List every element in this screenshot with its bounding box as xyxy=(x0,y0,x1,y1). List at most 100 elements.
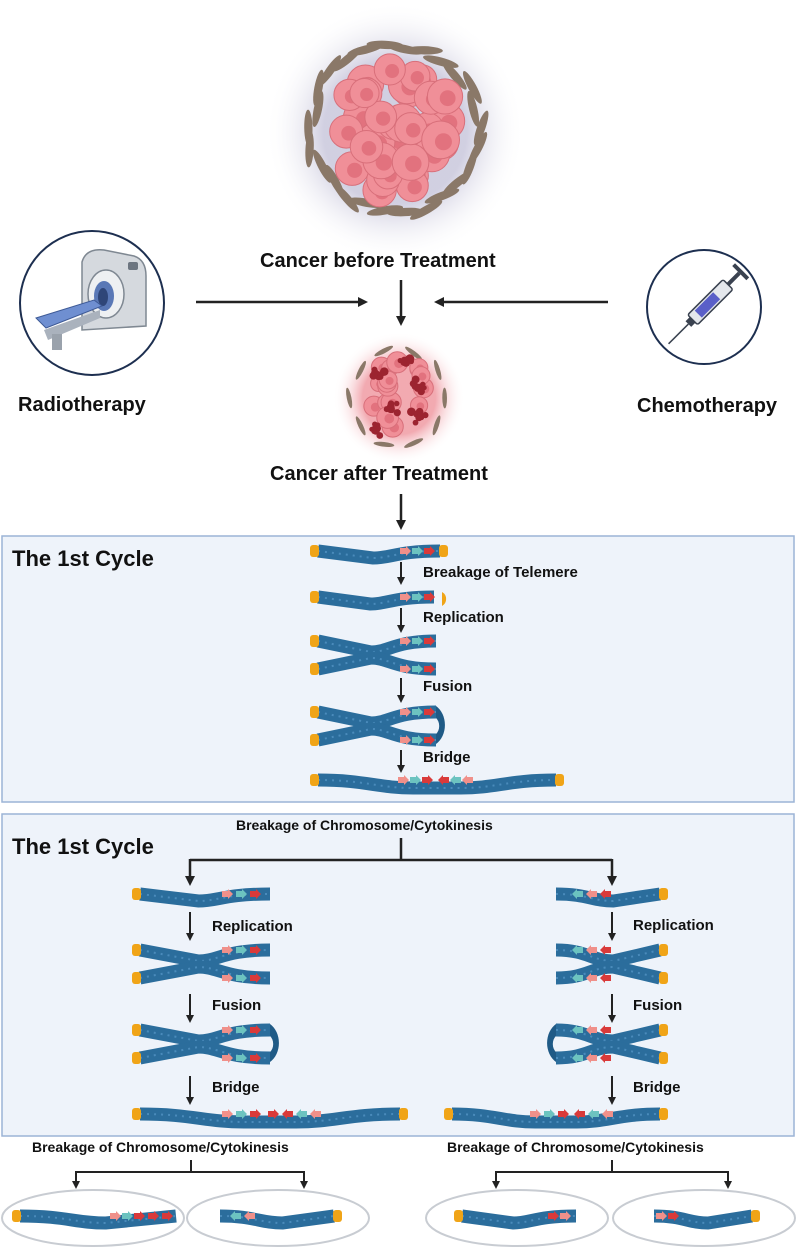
gene-arrow xyxy=(572,945,583,955)
gene-arrow xyxy=(656,1211,667,1221)
gene-arrow xyxy=(560,1211,571,1221)
panel1-step-replication: Replication xyxy=(423,609,504,626)
cell-nucleus xyxy=(341,125,357,141)
gene-arrow xyxy=(236,889,247,899)
cell-nucleus xyxy=(416,402,425,411)
gene-arrow xyxy=(586,973,597,983)
chromatid-texture xyxy=(317,550,441,560)
panel2-left-bridge: Bridge xyxy=(212,1079,260,1096)
gene-arrow xyxy=(600,945,611,955)
telomere xyxy=(132,1052,141,1064)
panel2-title: The 1st Cycle xyxy=(12,834,154,859)
panel2-right-replication: Replication xyxy=(633,917,714,934)
gene-arrow xyxy=(250,1109,261,1119)
panel2-left-replication: Replication xyxy=(212,918,293,935)
gene-arrow xyxy=(412,636,423,646)
gene-arrow xyxy=(424,664,435,674)
chromatid-texture xyxy=(555,949,661,963)
panel1-step-breakage: Breakage of Telemere xyxy=(423,564,578,581)
dna-damage-spot xyxy=(411,375,420,384)
cell-nucleus xyxy=(405,155,422,173)
telomere xyxy=(310,734,319,746)
chromosome xyxy=(454,1209,577,1230)
stroma-cell xyxy=(404,438,424,448)
chromosome-broken xyxy=(310,590,435,611)
telomere xyxy=(659,1052,668,1064)
gene-arrow xyxy=(412,735,423,745)
gene-arrow xyxy=(236,945,247,955)
gene-arrow xyxy=(558,1109,569,1119)
gene-arrow xyxy=(400,636,411,646)
dna-damage-spot xyxy=(383,406,390,413)
cell-nucleus xyxy=(384,413,395,424)
gene-arrow xyxy=(250,945,261,955)
gene-arrow xyxy=(110,1211,121,1221)
fusion-cap xyxy=(270,1024,279,1062)
stroma-cell xyxy=(373,441,395,447)
gene-arrow xyxy=(250,1053,261,1063)
stroma-cell xyxy=(442,170,472,195)
bottom-right-label: Breakage of Chromosome/Cytokinesis xyxy=(447,1139,704,1155)
gene-arrow xyxy=(310,1109,321,1119)
gene-arrow xyxy=(230,1211,241,1221)
chromosome xyxy=(132,887,271,908)
telomere xyxy=(310,591,319,603)
panel2-branch-arrows xyxy=(185,838,617,1105)
stroma-cell xyxy=(462,71,482,104)
gene-arrow xyxy=(600,1053,611,1063)
gene-arrow xyxy=(668,1211,679,1221)
cell-nucleus xyxy=(385,376,394,385)
chromatid xyxy=(316,722,437,747)
gene-arrow xyxy=(250,1025,261,1035)
gene-arrow xyxy=(236,1109,247,1119)
gene-arrow xyxy=(422,775,433,785)
telomere xyxy=(454,1210,463,1222)
stroma-cell xyxy=(313,149,332,183)
gene-arrow xyxy=(572,1053,583,1063)
telomere xyxy=(555,774,564,786)
gene-arrow xyxy=(268,1109,279,1119)
dna-damage-spot xyxy=(369,371,378,380)
gene-arrow xyxy=(600,889,611,899)
gene-arrow xyxy=(250,973,261,983)
stroma-cell xyxy=(304,109,313,147)
gene-arrow xyxy=(588,1109,599,1119)
stroma-cell xyxy=(374,345,394,357)
gene-arrow xyxy=(148,1211,159,1221)
gene-arrow xyxy=(236,973,247,983)
cell-nucleus xyxy=(407,179,422,195)
bottom-branch-arrows xyxy=(72,1160,732,1189)
cell-nucleus xyxy=(375,154,393,171)
telomere xyxy=(444,1108,453,1120)
panel2-right-bridge: Bridge xyxy=(633,1079,681,1096)
telomere xyxy=(310,774,319,786)
chromatid-texture xyxy=(555,893,661,903)
chromatid-texture xyxy=(555,1045,661,1059)
gene-arrow xyxy=(462,775,473,785)
telomere xyxy=(132,888,141,900)
stroma-cell xyxy=(355,416,366,436)
stroma-cell xyxy=(366,205,404,216)
chromosome xyxy=(555,887,668,908)
chromatid-texture xyxy=(317,779,557,789)
telomere xyxy=(132,1108,141,1120)
chromosome xyxy=(219,1209,342,1230)
telomere xyxy=(659,944,668,956)
dna-damage-spot xyxy=(415,414,423,422)
gene-arrow xyxy=(574,1109,585,1119)
cancer-before-image xyxy=(265,2,525,262)
telomere xyxy=(132,944,141,956)
cell-nucleus xyxy=(361,141,377,156)
dna-damage-spot xyxy=(411,383,418,390)
gene-arrow xyxy=(572,973,583,983)
stroma-cell xyxy=(424,188,460,204)
gene-arrow xyxy=(424,546,435,556)
detached-telomere xyxy=(442,592,447,606)
stroma-cell xyxy=(346,387,353,409)
label-chemotherapy: Chemotherapy xyxy=(637,395,778,417)
dna-damage-spot xyxy=(401,356,408,364)
gene-arrow xyxy=(412,546,423,556)
dna-damage-spot xyxy=(371,426,380,435)
gene-arrow xyxy=(222,1053,233,1063)
